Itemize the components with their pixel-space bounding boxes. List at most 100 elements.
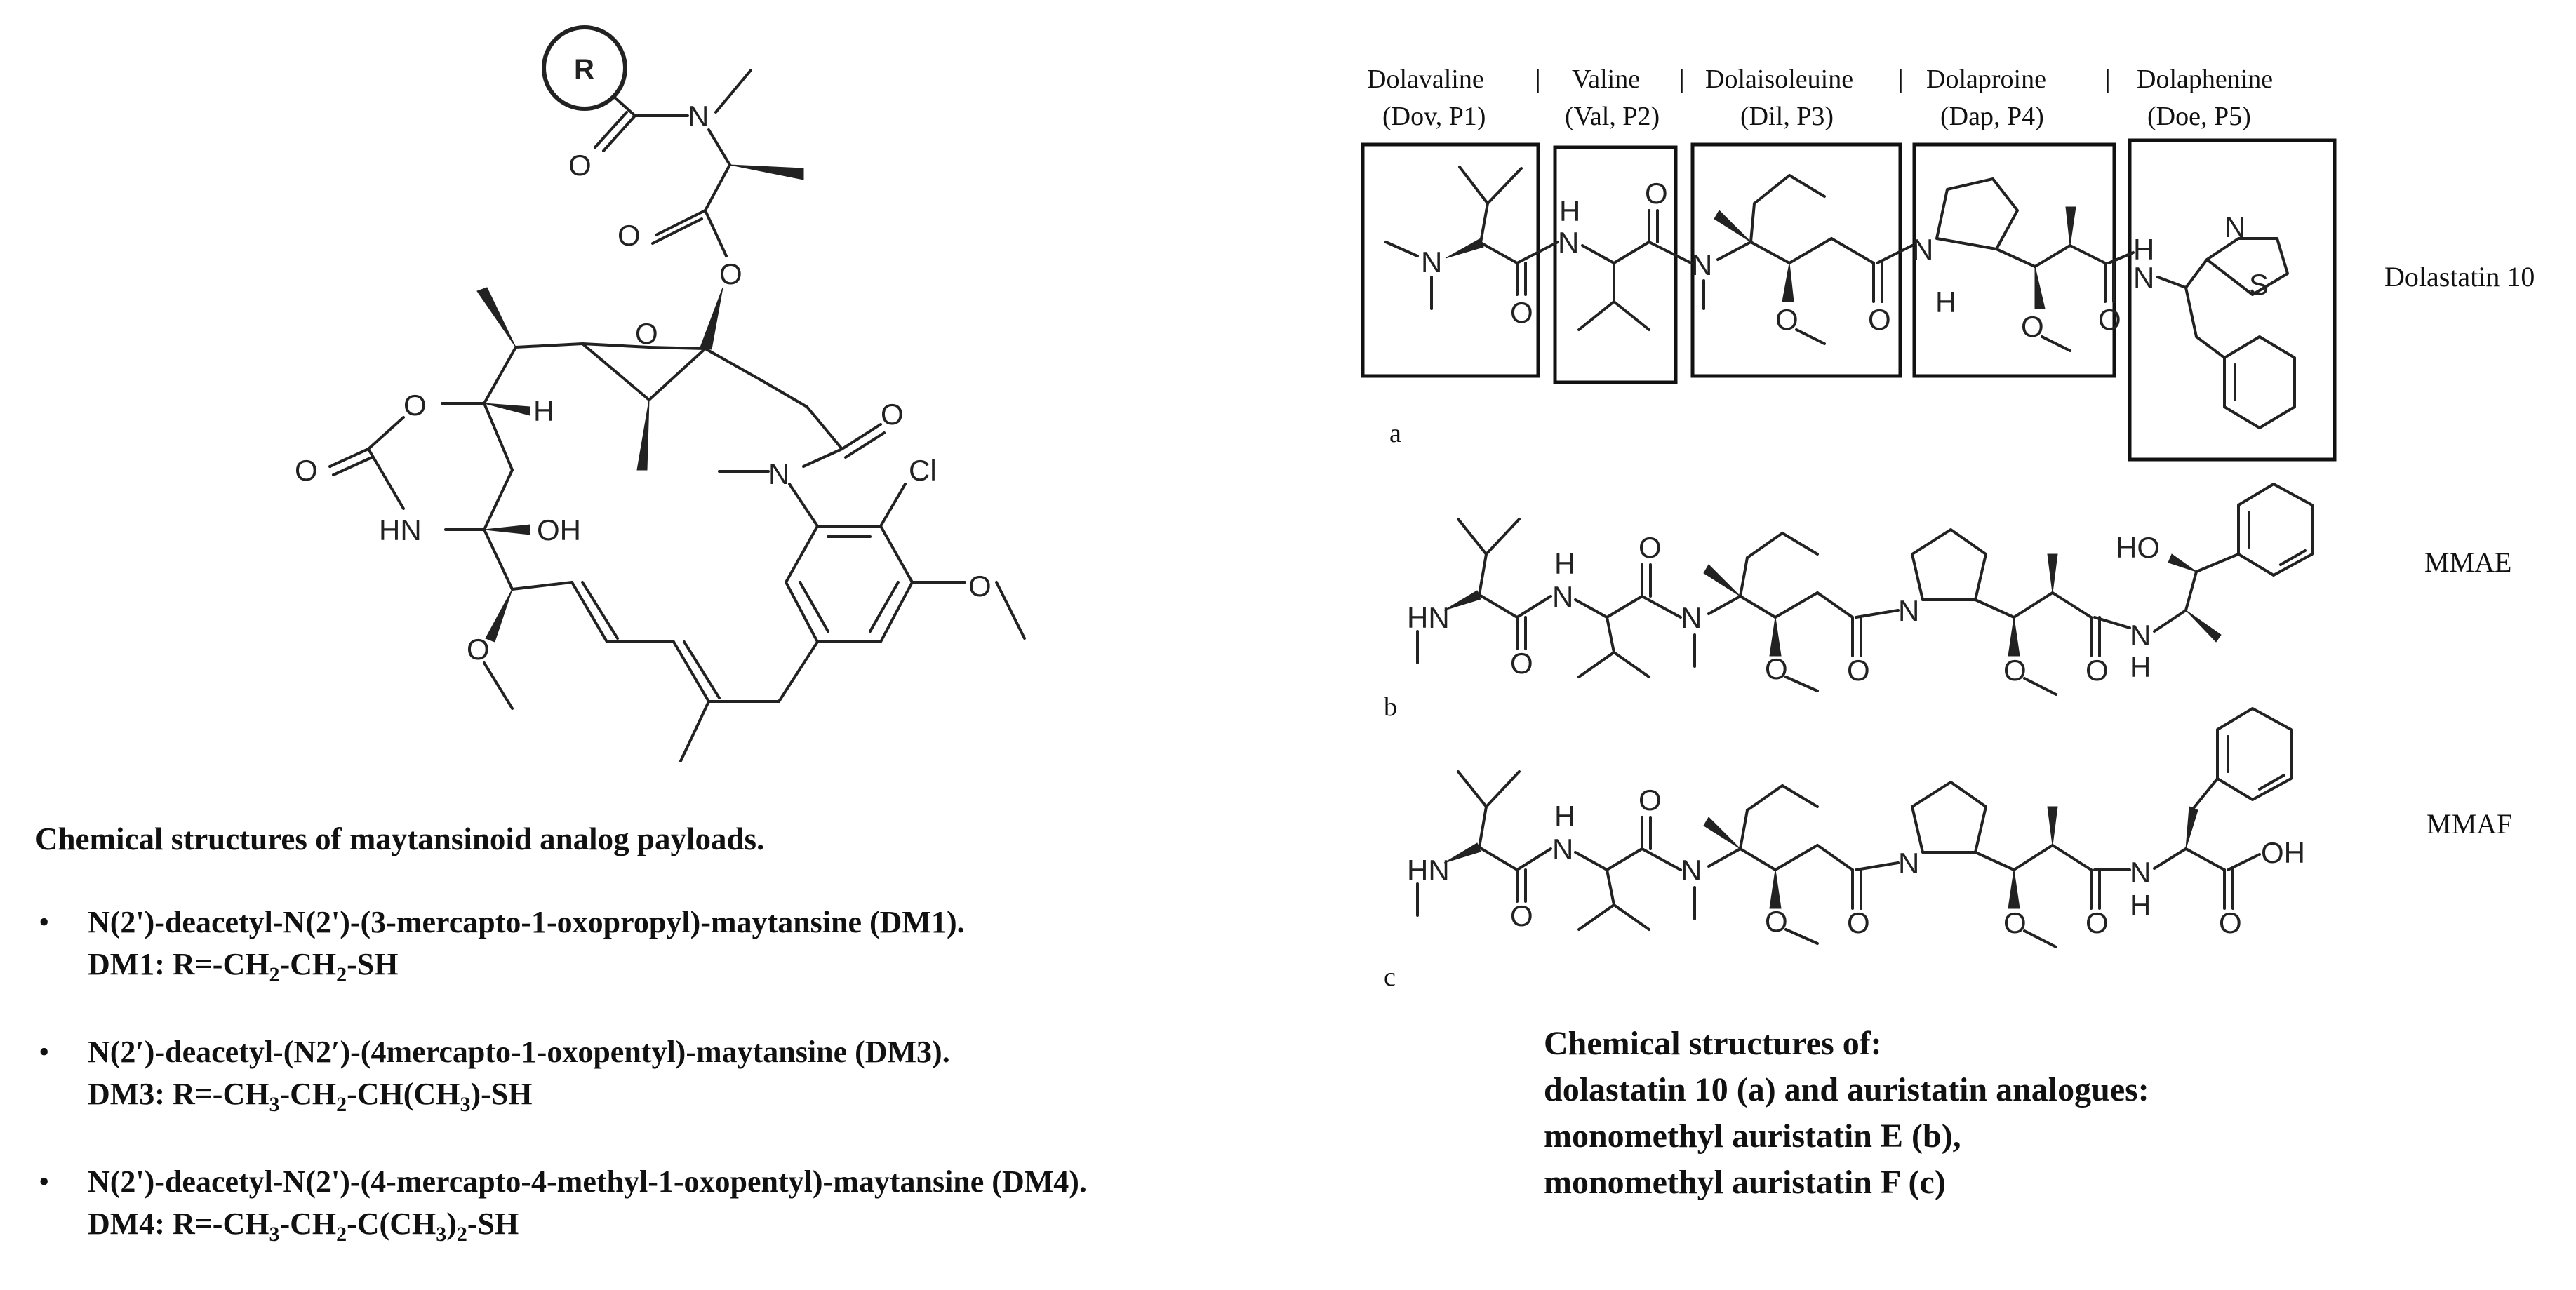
atom-hn: HN — [1407, 854, 1450, 887]
atom-o-carbonyl: O — [295, 454, 318, 487]
box-dil — [1690, 142, 1902, 378]
atom-o: O — [2003, 906, 2027, 939]
bullet-symbol: • — [39, 1164, 50, 1199]
atom-n: N — [1421, 246, 1442, 278]
atom-o-epoxide: O — [635, 317, 658, 350]
caption-line-1: Chemical structures of: — [1544, 1025, 1882, 1062]
atom-o: O — [1868, 303, 1891, 336]
atom-o: O — [1775, 303, 1798, 336]
atom-o: O — [2003, 654, 2027, 687]
list-item-dm1: • N(2')-deacetyl-N(2')-(3-mercapto-1-oxo… — [35, 901, 1368, 996]
unit-name-val: Valine — [1572, 65, 1640, 94]
dm4-formula: DM4: R=-CH3-CH2-C(CH3)2-SH — [88, 1206, 519, 1246]
atom-cl: Cl — [909, 454, 937, 487]
bullet-symbol: • — [39, 1034, 50, 1069]
atom-o: O — [1639, 531, 1662, 564]
label-mmaf: MMAF — [2427, 808, 2512, 840]
atom-n: N — [1558, 226, 1579, 259]
atom-n: N — [2130, 856, 2151, 889]
maytansinoid-list: • N(2')-deacetyl-N(2')-(3-mercapto-1-oxo… — [35, 901, 1368, 1290]
list-item-dm4: • N(2')-deacetyl-N(2')-(4-mercapto-4-met… — [35, 1161, 1368, 1256]
atom-n: N — [2130, 619, 2151, 652]
dm4-name: N(2')-deacetyl-N(2')-(4-mercapto-4-methy… — [88, 1164, 1087, 1199]
atom-o: O — [1639, 784, 1662, 817]
atom-n: N — [1898, 847, 1919, 880]
box-dap — [1912, 142, 2116, 378]
separator-2: | — [1679, 65, 1685, 94]
atom-o-6: O — [968, 570, 992, 603]
atom-h: H — [1935, 285, 1956, 318]
figure-canvas: R O N O O O N O H — [35, 25, 2535, 1245]
dm3-formula: DM3: R=-CH3-CH2-CH(CH3)-SH — [88, 1076, 533, 1116]
unit-name-dov: Dolavaline — [1367, 65, 1484, 94]
dm1-formula: DM1: R=-CH2-CH2-SH — [88, 947, 399, 986]
atom-n: N — [1912, 233, 1933, 266]
caption-line-2: dolastatin 10 (a) and auristatin analogu… — [1544, 1071, 2149, 1108]
atom-h: H — [2130, 889, 2151, 922]
atom-oh: OH — [2261, 836, 2305, 869]
atom-o-3: O — [719, 257, 742, 290]
list-item-dm3: • N(2′)-deacetyl-(N2′)-(4mercapto-1-oxop… — [35, 1031, 1368, 1126]
atom-s: S — [2249, 268, 2269, 301]
atom-o-5: O — [467, 633, 490, 666]
separator-4: | — [2105, 65, 2111, 94]
unit-abbr-doe: (Doe, P5) — [2147, 102, 2251, 131]
atom-n: N — [2224, 210, 2245, 243]
atom-o: O — [1645, 177, 1668, 210]
atom-o: O — [1510, 647, 1533, 680]
atom-o-1: O — [568, 149, 592, 182]
atom-o: O — [2086, 906, 2109, 939]
mmae-bonds: HN O H N O N O — [1407, 483, 2314, 696]
atom-n: N — [1691, 248, 1712, 281]
atom-o-2: O — [618, 219, 641, 252]
label-dolastatin10: Dolastatin 10 — [2384, 261, 2535, 293]
dm1-name: N(2')-deacetyl-N(2')-(3-mercapto-1-oxopr… — [88, 905, 965, 939]
atom-o: O — [2219, 906, 2242, 939]
atom-oh: OH — [537, 513, 581, 546]
atom-o-4: O — [881, 398, 904, 431]
atom-h: H — [1554, 547, 1575, 580]
atom-o: O — [2021, 310, 2044, 343]
maytansinoid-structure: R O N O O O N O H — [295, 25, 1026, 762]
atom-o: O — [2086, 654, 2109, 687]
unit-name-dap: Dolaproine — [1926, 65, 2046, 94]
panel-letter-a: a — [1389, 419, 1401, 448]
unit-abbr-dov: (Dov, P1) — [1382, 102, 1486, 131]
atom-h: H — [1554, 800, 1575, 833]
caption-line-4: monomethyl auristatin F (c) — [1544, 1164, 1946, 1201]
atom-ho: HO — [2116, 531, 2160, 564]
atom-n: N — [1681, 854, 1702, 887]
panel-letter-b: b — [1384, 692, 1397, 722]
box-val — [1553, 145, 1678, 384]
box-dov — [1361, 142, 1540, 378]
atom-n: N — [1898, 594, 1919, 627]
atom-h: H — [2130, 650, 2151, 683]
atom-h: H — [1559, 194, 1580, 227]
caption-line-3: monomethyl auristatin E (b), — [1544, 1117, 1961, 1155]
maytansinoid-caption: Chemical structures of maytansinoid anal… — [35, 821, 765, 856]
atom-hn: HN — [1407, 601, 1450, 634]
atom-n: N — [1681, 601, 1702, 634]
atom-h: H — [2133, 233, 2154, 266]
atom-o: O — [1765, 652, 1788, 685]
atom-n: N — [2133, 261, 2154, 294]
atom-o-ring: O — [403, 389, 427, 422]
atom-n: N — [1552, 580, 1573, 613]
atom-n-1: N — [688, 100, 709, 133]
dolastatin10-bonds: N O H N O N — [1384, 166, 2296, 429]
atom-hn: HN — [379, 513, 422, 546]
atom-o: O — [1847, 654, 1870, 687]
unit-abbr-dap: (Dap, P4) — [1940, 102, 2044, 131]
separator-3: | — [1898, 65, 1904, 94]
unit-abbr-val: (Val, P2) — [1565, 102, 1660, 131]
auristatin-caption: Chemical structures of: dolastatin 10 (a… — [1544, 1021, 2149, 1206]
label-mmae: MMAE — [2424, 546, 2511, 578]
unit-abbr-dil: (Dil, P3) — [1740, 102, 1834, 131]
atom-n: N — [1552, 833, 1573, 866]
panel-letter-c: c — [1384, 962, 1396, 992]
atom-o: O — [1765, 905, 1788, 938]
atom-o: O — [2098, 303, 2121, 336]
box-doe — [2128, 138, 2337, 462]
separator-1: | — [1535, 65, 1541, 94]
atom-h-1: H — [533, 394, 554, 427]
